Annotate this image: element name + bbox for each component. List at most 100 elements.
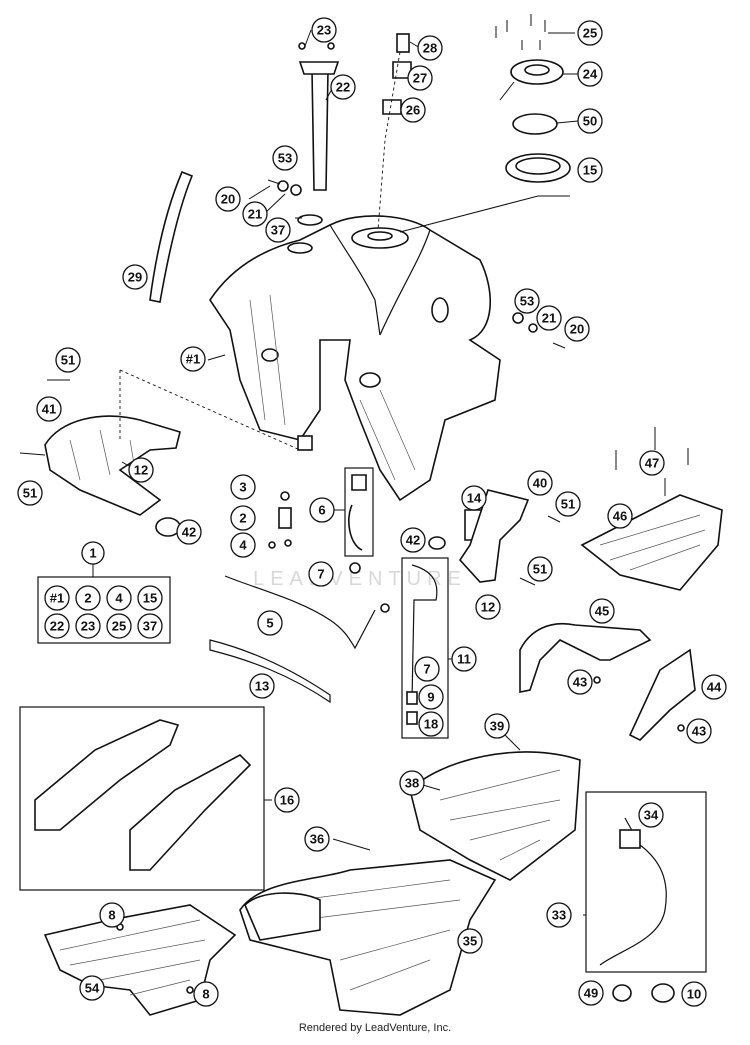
group-box-6 (344, 467, 374, 557)
callout-circle (176, 519, 202, 545)
kit-item-circle (137, 585, 163, 611)
callout-circle (638, 802, 664, 828)
callout-22: 22 (330, 74, 356, 100)
callout-40: 40 (527, 470, 553, 496)
callout-circle (417, 35, 443, 61)
callout-label: 20 (570, 322, 584, 337)
callout-circle (257, 610, 283, 636)
kit-item: #1 (44, 585, 70, 611)
callout-11: 11 (451, 646, 477, 672)
callout-circle (79, 975, 105, 1001)
callout-label: 54 (85, 981, 100, 996)
callout-circle (272, 145, 298, 171)
callout-43: 43 (686, 718, 712, 744)
callout-hash1: #1 (180, 346, 206, 372)
kit-item-circle (75, 585, 101, 611)
callout-circle (311, 17, 337, 43)
fuel-tank (209, 215, 501, 502)
callout-label: 20 (221, 192, 235, 207)
kit-item-label: 15 (143, 591, 157, 606)
kit-item-label: 23 (81, 619, 95, 634)
callout-13: 13 (249, 673, 275, 699)
callout-circle (249, 673, 275, 699)
luggage-rack (580, 427, 723, 591)
callout-label: 49 (584, 986, 598, 1001)
callout-20: 20 (564, 316, 590, 342)
callout-label: 45 (595, 604, 609, 619)
callout-14: 14 (461, 485, 487, 511)
callout-label: 10 (687, 987, 701, 1002)
callout-12: 12 (128, 457, 154, 483)
callout-44: 44 (701, 674, 727, 700)
callout-label: 7 (317, 567, 324, 582)
kit-item: 25 (106, 613, 132, 639)
callout-label: 46 (613, 509, 627, 524)
callout-label: 14 (467, 491, 482, 506)
callout-label: 27 (413, 71, 427, 86)
quick-coupler (348, 474, 367, 551)
callout-circle (400, 527, 426, 553)
callout-label: 40 (533, 476, 547, 491)
kit-item-circle (44, 585, 70, 611)
callout-circle (577, 61, 603, 87)
callout-label: 36 (310, 832, 324, 847)
callout-5: 5 (257, 610, 283, 636)
callout-53: 53 (514, 288, 540, 314)
callout-53: 53 (272, 145, 298, 171)
kit-item-label: 4 (115, 591, 123, 606)
callout-39: 39 (484, 713, 510, 739)
callout-36: 36 (304, 826, 330, 852)
kit-item-label: 22 (50, 619, 64, 634)
kit-box-number: 1 (89, 546, 96, 561)
callout-circle (527, 470, 553, 496)
callout-7: 7 (308, 561, 334, 587)
callout-8: 8 (99, 902, 125, 928)
callout-circle (414, 656, 440, 682)
callout-circle (536, 305, 562, 331)
callout-circle (304, 826, 330, 852)
kit-item-label: 25 (112, 619, 126, 634)
callout-circle (308, 561, 334, 587)
vent-valve-stack (377, 33, 412, 231)
callout-circle (577, 20, 603, 46)
callout-circle (577, 157, 603, 183)
callout-54: 54 (79, 975, 105, 1001)
callout-label: 6 (318, 503, 325, 518)
callout-15: 15 (577, 157, 603, 183)
footer-credit: Rendered by LeadVenture, Inc. (298, 1022, 452, 1034)
callout-34: 34 (638, 802, 664, 828)
callout-label: 53 (520, 294, 534, 309)
kit-item-label: 2 (84, 591, 91, 606)
callout-21: 21 (536, 305, 562, 331)
callout-label: 42 (182, 525, 196, 540)
kit-item: 37 (137, 613, 163, 639)
kit-item-circle (137, 613, 163, 639)
callout-51: 51 (17, 480, 43, 506)
watermark-text: LEADVENTURE (253, 568, 467, 590)
callout-23: 23 (311, 17, 337, 43)
callout-8: 8 (193, 981, 219, 1007)
callout-38: 38 (399, 770, 425, 796)
kit-item-label: #1 (50, 591, 64, 606)
callout-49: 49 (578, 980, 604, 1006)
fuel-hose-13 (209, 639, 331, 704)
callout-label: 5 (266, 616, 273, 631)
callout-circle (567, 669, 593, 695)
kit-item-circle (75, 613, 101, 639)
callout-circle (309, 497, 335, 523)
callout-label: 8 (202, 987, 209, 1002)
fuel-hose-5 (224, 575, 376, 650)
grab-handle-45 (519, 623, 652, 693)
callout-circle (215, 186, 241, 212)
callout-3: 3 (230, 474, 256, 500)
callout-28: 28 (417, 35, 443, 61)
callout-label: 9 (427, 690, 434, 705)
callout-26: 26 (400, 97, 426, 123)
callout-51: 51 (55, 347, 81, 373)
callout-circle (230, 532, 256, 558)
callout-label: 35 (463, 934, 477, 949)
callout-label: 43 (573, 675, 587, 690)
callout-label: 7 (423, 662, 430, 677)
callout-label: 34 (644, 808, 659, 823)
